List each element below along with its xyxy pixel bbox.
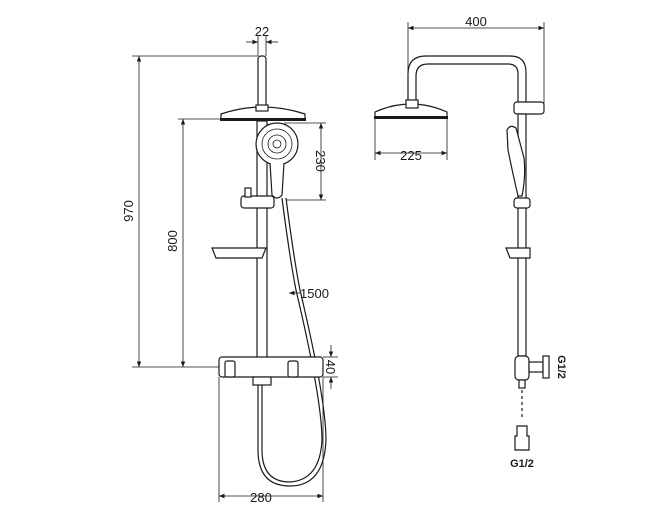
label-inlet-bottom: G1/2 [510, 458, 534, 470]
head-shower [220, 106, 306, 120]
dim-valve-width: 280 [250, 490, 272, 505]
label-inlet-side: G1/2 [555, 355, 567, 379]
front-view [211, 55, 327, 487]
wall-bracket [513, 101, 545, 115]
hand-shower [255, 122, 299, 199]
hose [261, 197, 323, 483]
dim-pipe-diameter: 22 [255, 24, 269, 39]
dim-arm-reach: 400 [465, 14, 487, 29]
side-dimensions: 400 225 G1/2 G1/2 [374, 14, 567, 470]
valve-knob-right [287, 360, 299, 378]
inlet-side-nut [542, 355, 550, 379]
shower-arm [407, 55, 527, 106]
head-connector-side [405, 99, 419, 109]
valve-bottom [518, 379, 526, 389]
valve-outlet [252, 376, 272, 386]
head-shower-side-face [374, 116, 448, 119]
shower-arm-inner [415, 63, 519, 106]
slider-holder [240, 195, 275, 209]
top-pipe [257, 55, 267, 109]
dim-head-diameter: 225 [400, 148, 422, 163]
valve-knob-left [224, 360, 236, 378]
slider-side [513, 197, 531, 209]
head-shower-side [374, 103, 448, 118]
hand-shower-side [506, 125, 526, 197]
head-shower-face [220, 118, 306, 121]
dim-total-height: 970 [121, 200, 136, 222]
side-view [374, 55, 550, 451]
shelf-side [505, 247, 531, 259]
inlet-side-pipe [528, 361, 544, 373]
head-connector [255, 104, 269, 112]
dim-overhead-height: 800 [165, 230, 180, 252]
bottom-inlet [514, 425, 530, 451]
hose-inner [257, 197, 327, 487]
slider-knob [244, 187, 252, 198]
dim-hose-length: 1500 [300, 286, 329, 301]
dim-handshower-length: 230 [313, 150, 328, 172]
front-dimensions: 22 970 800 230 1500 40 280 [121, 24, 338, 505]
soap-shelf [211, 247, 267, 259]
dim-valve-height: 40 [323, 360, 338, 374]
valve-side [514, 355, 530, 381]
